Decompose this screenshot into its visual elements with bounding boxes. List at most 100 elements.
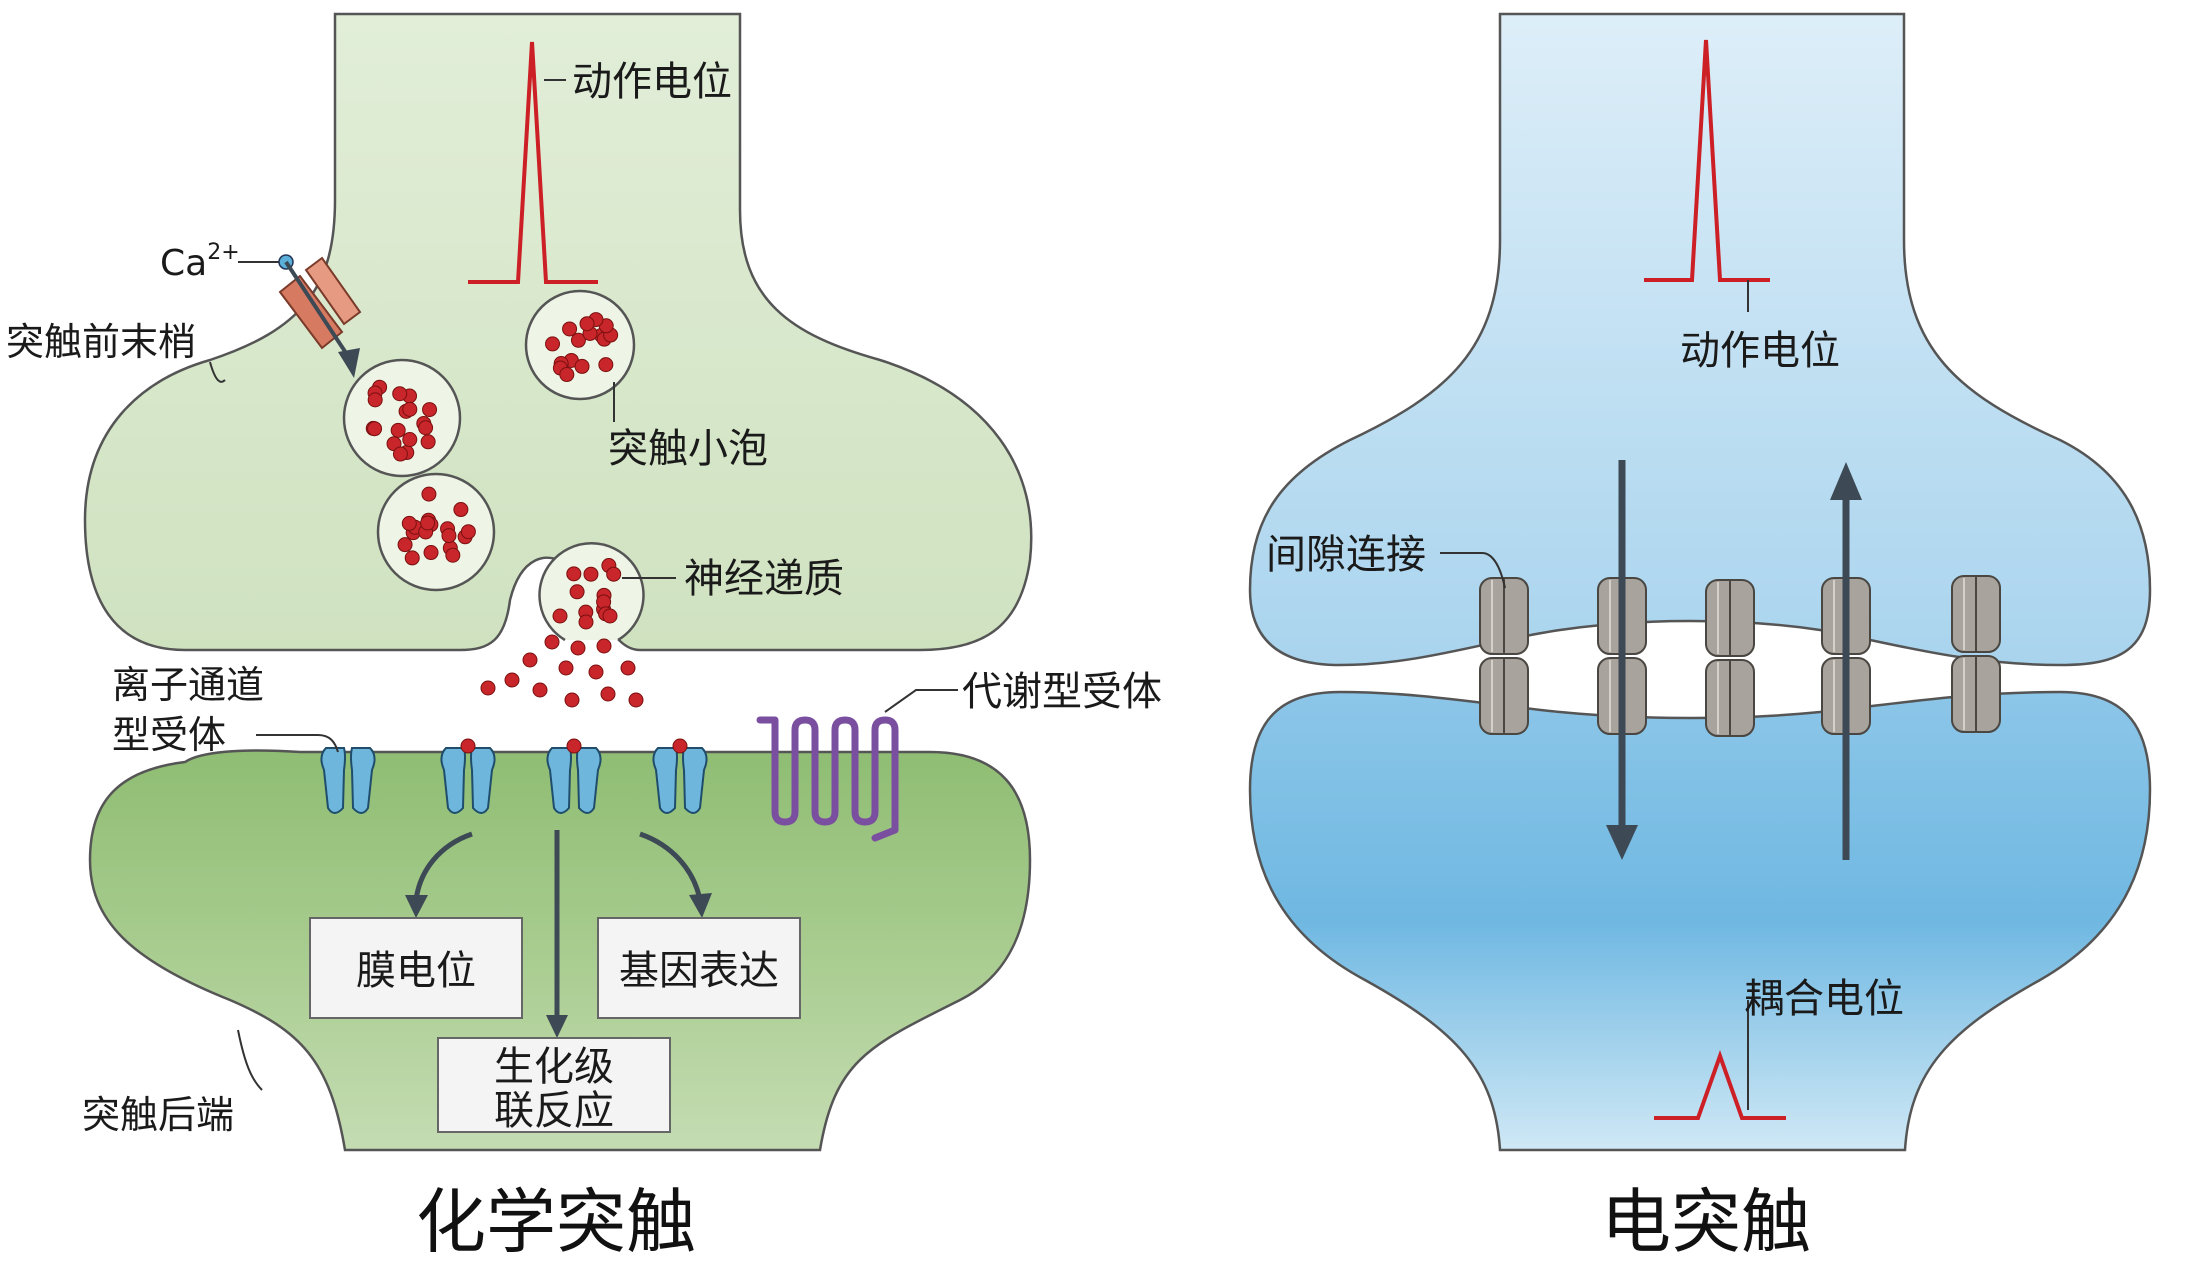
- electric-action-potential-spike: [1644, 39, 1770, 282]
- receptor-subunit: [350, 747, 376, 814]
- neurotransmitter-dot: [588, 664, 604, 680]
- neurotransmitter-dot: [628, 692, 644, 708]
- receptor-subunit: [440, 747, 466, 814]
- chemical-synapse-title: 化学突触: [416, 1181, 696, 1263]
- neurotransmitter-dot: [421, 486, 437, 502]
- neurotransmitter-dot: [404, 550, 420, 566]
- neurotransmitter-dot: [570, 332, 586, 348]
- label-neurotransmitter: 神经递质: [684, 556, 844, 602]
- calcium-channel: [278, 256, 362, 350]
- neurotransmitter-dot: [390, 422, 406, 438]
- neurotransmitter-dot: [600, 686, 616, 702]
- ionotropic-receptor: [652, 738, 708, 814]
- neurotransmitter-dot: [402, 432, 418, 448]
- neurotransmitter-dot: [392, 386, 408, 402]
- neurotransmitter-dot: [558, 660, 574, 676]
- gap-junction-channel: [1951, 575, 2001, 733]
- leader-line: [317, 734, 339, 753]
- neurotransmitter-dot: [583, 566, 599, 582]
- neurotransmitter-dot: [559, 367, 575, 383]
- action-potential-spike: [468, 41, 598, 284]
- coupling-potential-spike: [1654, 1050, 1786, 1120]
- receptor-subunit: [470, 747, 496, 814]
- neurotransmitter-dot: [397, 537, 413, 553]
- label-electric-action-potential: 动作电位: [1680, 328, 1840, 374]
- neurotransmitter-dot: [562, 321, 578, 337]
- neurotransmitter-dot: [367, 421, 383, 437]
- chemical-synapse: 动作电位 Ca2+ 突触前末梢 突触小泡 神经递质 离子通道 型受体: [6, 12, 1162, 1263]
- biochemical-cascade-box: [437, 1037, 671, 1133]
- neurotransmitter-dot: [392, 446, 408, 462]
- neurotransmitter-dot: [579, 316, 595, 332]
- neurotransmitter-dot: [453, 502, 469, 518]
- bound-transmitter: [672, 738, 688, 754]
- neurotransmitter-dot: [441, 528, 457, 544]
- neurotransmitter-dot: [552, 608, 568, 624]
- neurotransmitter-dot: [578, 614, 594, 630]
- neurotransmitter-dot: [423, 545, 439, 561]
- neurotransmitter-dot: [602, 608, 618, 624]
- arrowhead: [1606, 825, 1638, 860]
- neurotransmitter-dot: [574, 358, 590, 374]
- neurotransmitter-dots: [365, 312, 644, 708]
- receptor-subunit: [546, 747, 572, 814]
- receptor-subunit: [320, 747, 346, 814]
- metabotropic-receptor: [756, 716, 899, 842]
- neurotransmitter-dot: [367, 392, 383, 408]
- membrane-potential-box: [309, 917, 523, 1019]
- neurotransmitter-dot: [422, 402, 438, 418]
- neurotransmitter-dot: [522, 652, 538, 668]
- label-gene-expression: 基因表达: [619, 948, 779, 994]
- gene-expression-box: [597, 917, 801, 1019]
- electrical-synapse-title: 电突触: [1601, 1181, 1811, 1263]
- neurotransmitter-dot: [445, 547, 461, 563]
- neurotransmitter-dot: [598, 357, 614, 373]
- receptor-subunit: [576, 747, 602, 814]
- receptor-subunit: [652, 747, 678, 814]
- postsynaptic-terminal: [88, 749, 1032, 1152]
- arrow-to-membrane-potential: [413, 831, 473, 901]
- arrowhead: [546, 1015, 568, 1038]
- neurotransmitter-dot: [401, 515, 417, 531]
- label-cascade-line1: 生化级: [494, 1044, 614, 1090]
- receptor-subunit: [682, 747, 708, 814]
- neurotransmitter-dot: [532, 682, 548, 698]
- neurotransmitter-dot: [460, 524, 476, 540]
- neurotransmitter-dot: [545, 336, 561, 352]
- neurotransmitter-dot: [418, 420, 434, 436]
- neurotransmitter-dot: [504, 672, 520, 688]
- vesicle: [376, 472, 496, 592]
- label-postsynaptic-terminal: 突触后端: [82, 1093, 234, 1137]
- label-ionotropic-receptor-line1: 离子通道: [112, 663, 264, 707]
- neurotransmitter-dot: [569, 584, 585, 600]
- ionotropic-receptors: [320, 738, 708, 814]
- arrowhead: [405, 895, 428, 918]
- arrow-to-gene-expression: [639, 831, 703, 901]
- calcium-influx-arrow: [284, 260, 350, 358]
- neurotransmitter-dot: [620, 660, 636, 676]
- ionotropic-receptor: [320, 747, 376, 814]
- leader-line: [237, 1029, 263, 1091]
- neurotransmitter-dot: [402, 401, 418, 417]
- label-ionotropic-receptor-line2: 型受体: [112, 713, 226, 757]
- neurotransmitter-dot: [566, 566, 582, 582]
- label-action-potential: 动作电位: [572, 59, 732, 105]
- arrowhead: [689, 893, 712, 918]
- gap-junction-channel: [1479, 577, 1529, 735]
- electric-postsynaptic-terminal: [1248, 690, 2152, 1152]
- label-calcium: Ca2+: [160, 240, 240, 284]
- leader-line: [1440, 552, 1506, 589]
- label-gap-junction: 间隙连接: [1266, 532, 1426, 578]
- neurotransmitter-dot: [544, 634, 560, 650]
- neurotransmitter-dot: [420, 515, 436, 531]
- ionotropic-receptor: [546, 738, 602, 814]
- label-synaptic-vesicle: 突触小泡: [608, 426, 768, 472]
- label-presynaptic-terminal: 突触前末梢: [6, 320, 196, 364]
- leader-line: [884, 689, 958, 713]
- bound-transmitter: [460, 738, 476, 754]
- neurotransmitter-dot: [606, 566, 622, 582]
- neurotransmitter-dot: [420, 434, 436, 450]
- leader-line: [209, 361, 226, 383]
- electrical-synapse: 动作电位 间隙连接 耦合电位 电突触: [1248, 12, 2152, 1263]
